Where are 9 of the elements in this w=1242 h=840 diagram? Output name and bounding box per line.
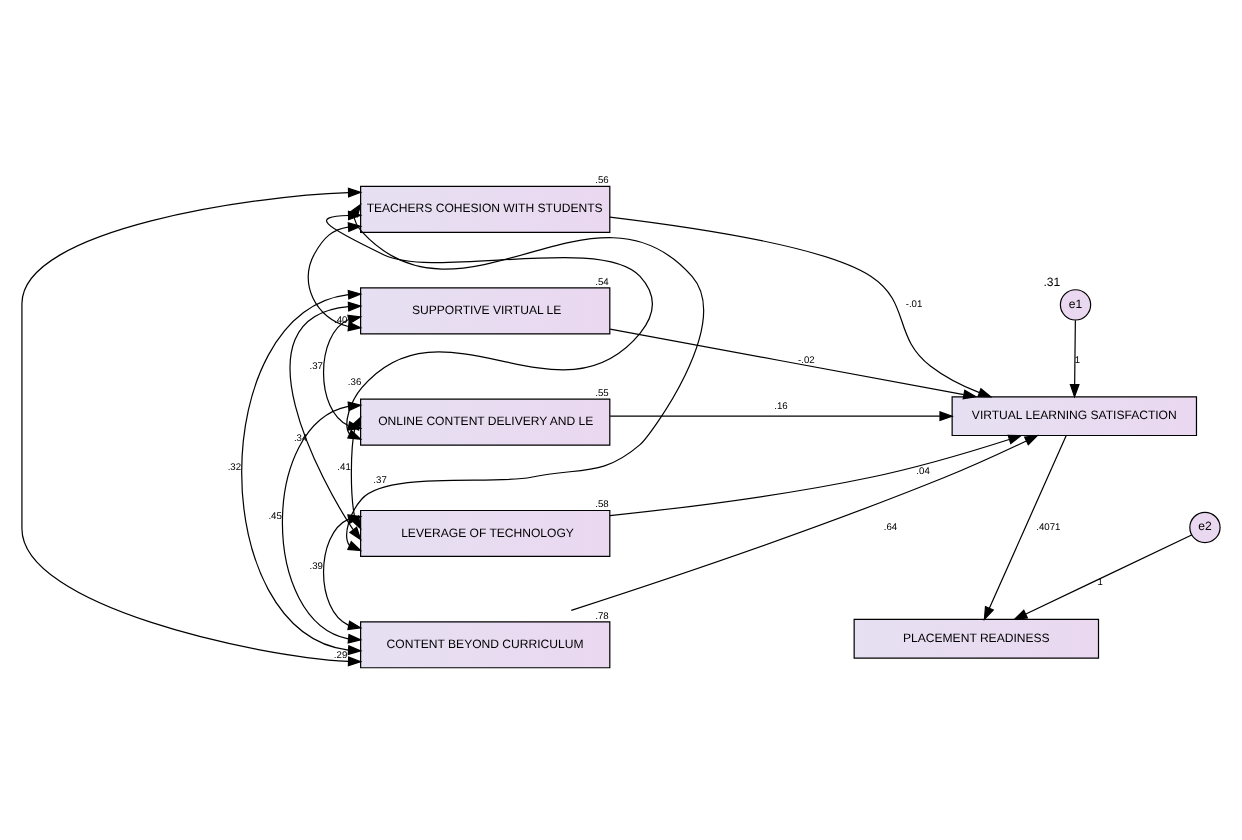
arrow <box>609 433 1023 516</box>
arrow <box>570 433 1039 610</box>
arrow <box>1069 318 1080 398</box>
arrow <box>983 434 1067 620</box>
arrow <box>307 221 363 331</box>
arrow <box>609 327 978 399</box>
arrow <box>609 410 954 421</box>
arrow <box>609 215 993 397</box>
arrow <box>1013 533 1193 620</box>
